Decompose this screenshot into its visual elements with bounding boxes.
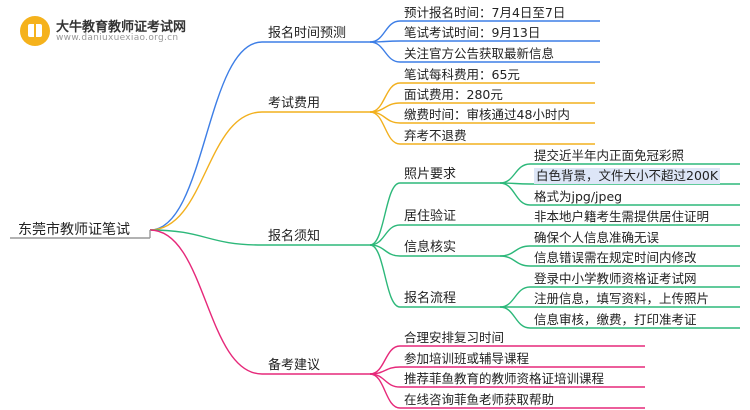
leaf-exam-date: 笔试考试时间：9月13日	[404, 25, 541, 40]
leaf-written-fee: 笔试每科费用：65元	[404, 67, 520, 82]
sub-registration-process: 报名流程	[404, 291, 457, 306]
leaf-review-pay-print: 信息审核，缴费，打印准考证	[534, 312, 697, 327]
leaf-residence-proof: 非本地户籍考生需提供居住证明	[534, 209, 710, 224]
leaf-interview-fee: 面试费用：280元	[404, 87, 503, 102]
connector-root-branch-0	[149, 41, 263, 231]
site-logo: 大牛教育教师证考试网 www.daniuxuexiao.org.cn	[20, 14, 220, 48]
leaf-no-refund: 弃考不退费	[404, 128, 467, 143]
logo-url: www.daniuxuexiao.org.cn	[56, 33, 179, 43]
leaf-login-site: 登录中小学教师资格证考试网	[534, 271, 697, 286]
connector-b2-sub-2-leaf-0	[499, 245, 531, 257]
connector-root-branch-2	[149, 229, 263, 246]
connector-branch-1-leaf-3	[369, 111, 401, 145]
logo-name: 大牛教育教师证考试网	[56, 20, 187, 35]
branch-exam-fees: 考试费用	[268, 96, 321, 111]
connector-branch-2-sub-2	[369, 244, 401, 257]
connector-b2-sub-3-leaf-2	[499, 306, 531, 329]
leaf-schedule-review: 合理安排复习时间	[404, 330, 505, 345]
connector-root-branch-1	[149, 111, 263, 231]
connector-branch-3-leaf-3	[369, 373, 401, 409]
sub-photo-requirements: 照片要求	[404, 167, 457, 182]
connector-b2-sub-0-leaf-0	[499, 163, 531, 184]
leaf-photo-format: 格式为jpg/jpeg	[534, 189, 623, 204]
connector-branch-0-leaf-2	[369, 41, 401, 63]
leaf-reg-period: 预计报名时间：7月4日至7日	[404, 5, 566, 20]
connector-b2-sub-0-leaf-2	[499, 182, 531, 206]
connector-branch-0-leaf-0	[369, 20, 401, 43]
root-node: 东莞市教师证笔试	[18, 222, 130, 238]
leaf-join-training: 参加培训班或辅导课程	[404, 351, 530, 366]
leaf-register-upload: 注册信息，填写资料，上传照片	[534, 291, 710, 306]
sub-info-verification: 信息核实	[404, 240, 457, 255]
leaf-info-correction: 信息错误需在规定时间内修改	[534, 250, 697, 265]
branch-registration-notes: 报名须知	[268, 229, 321, 244]
leaf-info-accurate: 确保个人信息准确无误	[534, 230, 660, 245]
connector-branch-2-sub-0	[369, 182, 401, 246]
book-icon	[20, 16, 50, 46]
leaf-official-notice: 关注官方公告获取最新信息	[404, 46, 555, 61]
connector-root-branch-3	[149, 229, 263, 375]
connector-b2-sub-2-leaf-1	[499, 255, 531, 267]
connector-branch-2-sub-3	[369, 244, 401, 308]
leaf-online-consult: 在线咨询菲鱼老师获取帮助	[404, 392, 555, 407]
leaf-photo-recent: 提交近半年内正面免冠彩照	[534, 148, 685, 163]
connector-branch-2-sub-1	[369, 224, 401, 246]
branch-registration-time: 报名时间预测	[268, 26, 347, 41]
leaf-recommend-course: 推荐菲鱼教育的教师资格证培训课程	[404, 371, 605, 386]
leaf-photo-background: 白色背景，文件大小不超过200K	[534, 168, 721, 184]
connector-b2-sub-3-leaf-0	[499, 286, 531, 308]
leaf-payment-time: 缴费时间：审核通过48小时内	[404, 107, 570, 122]
sub-residence-verification: 居住验证	[404, 209, 457, 224]
branch-prep-advice: 备考建议	[268, 358, 321, 373]
